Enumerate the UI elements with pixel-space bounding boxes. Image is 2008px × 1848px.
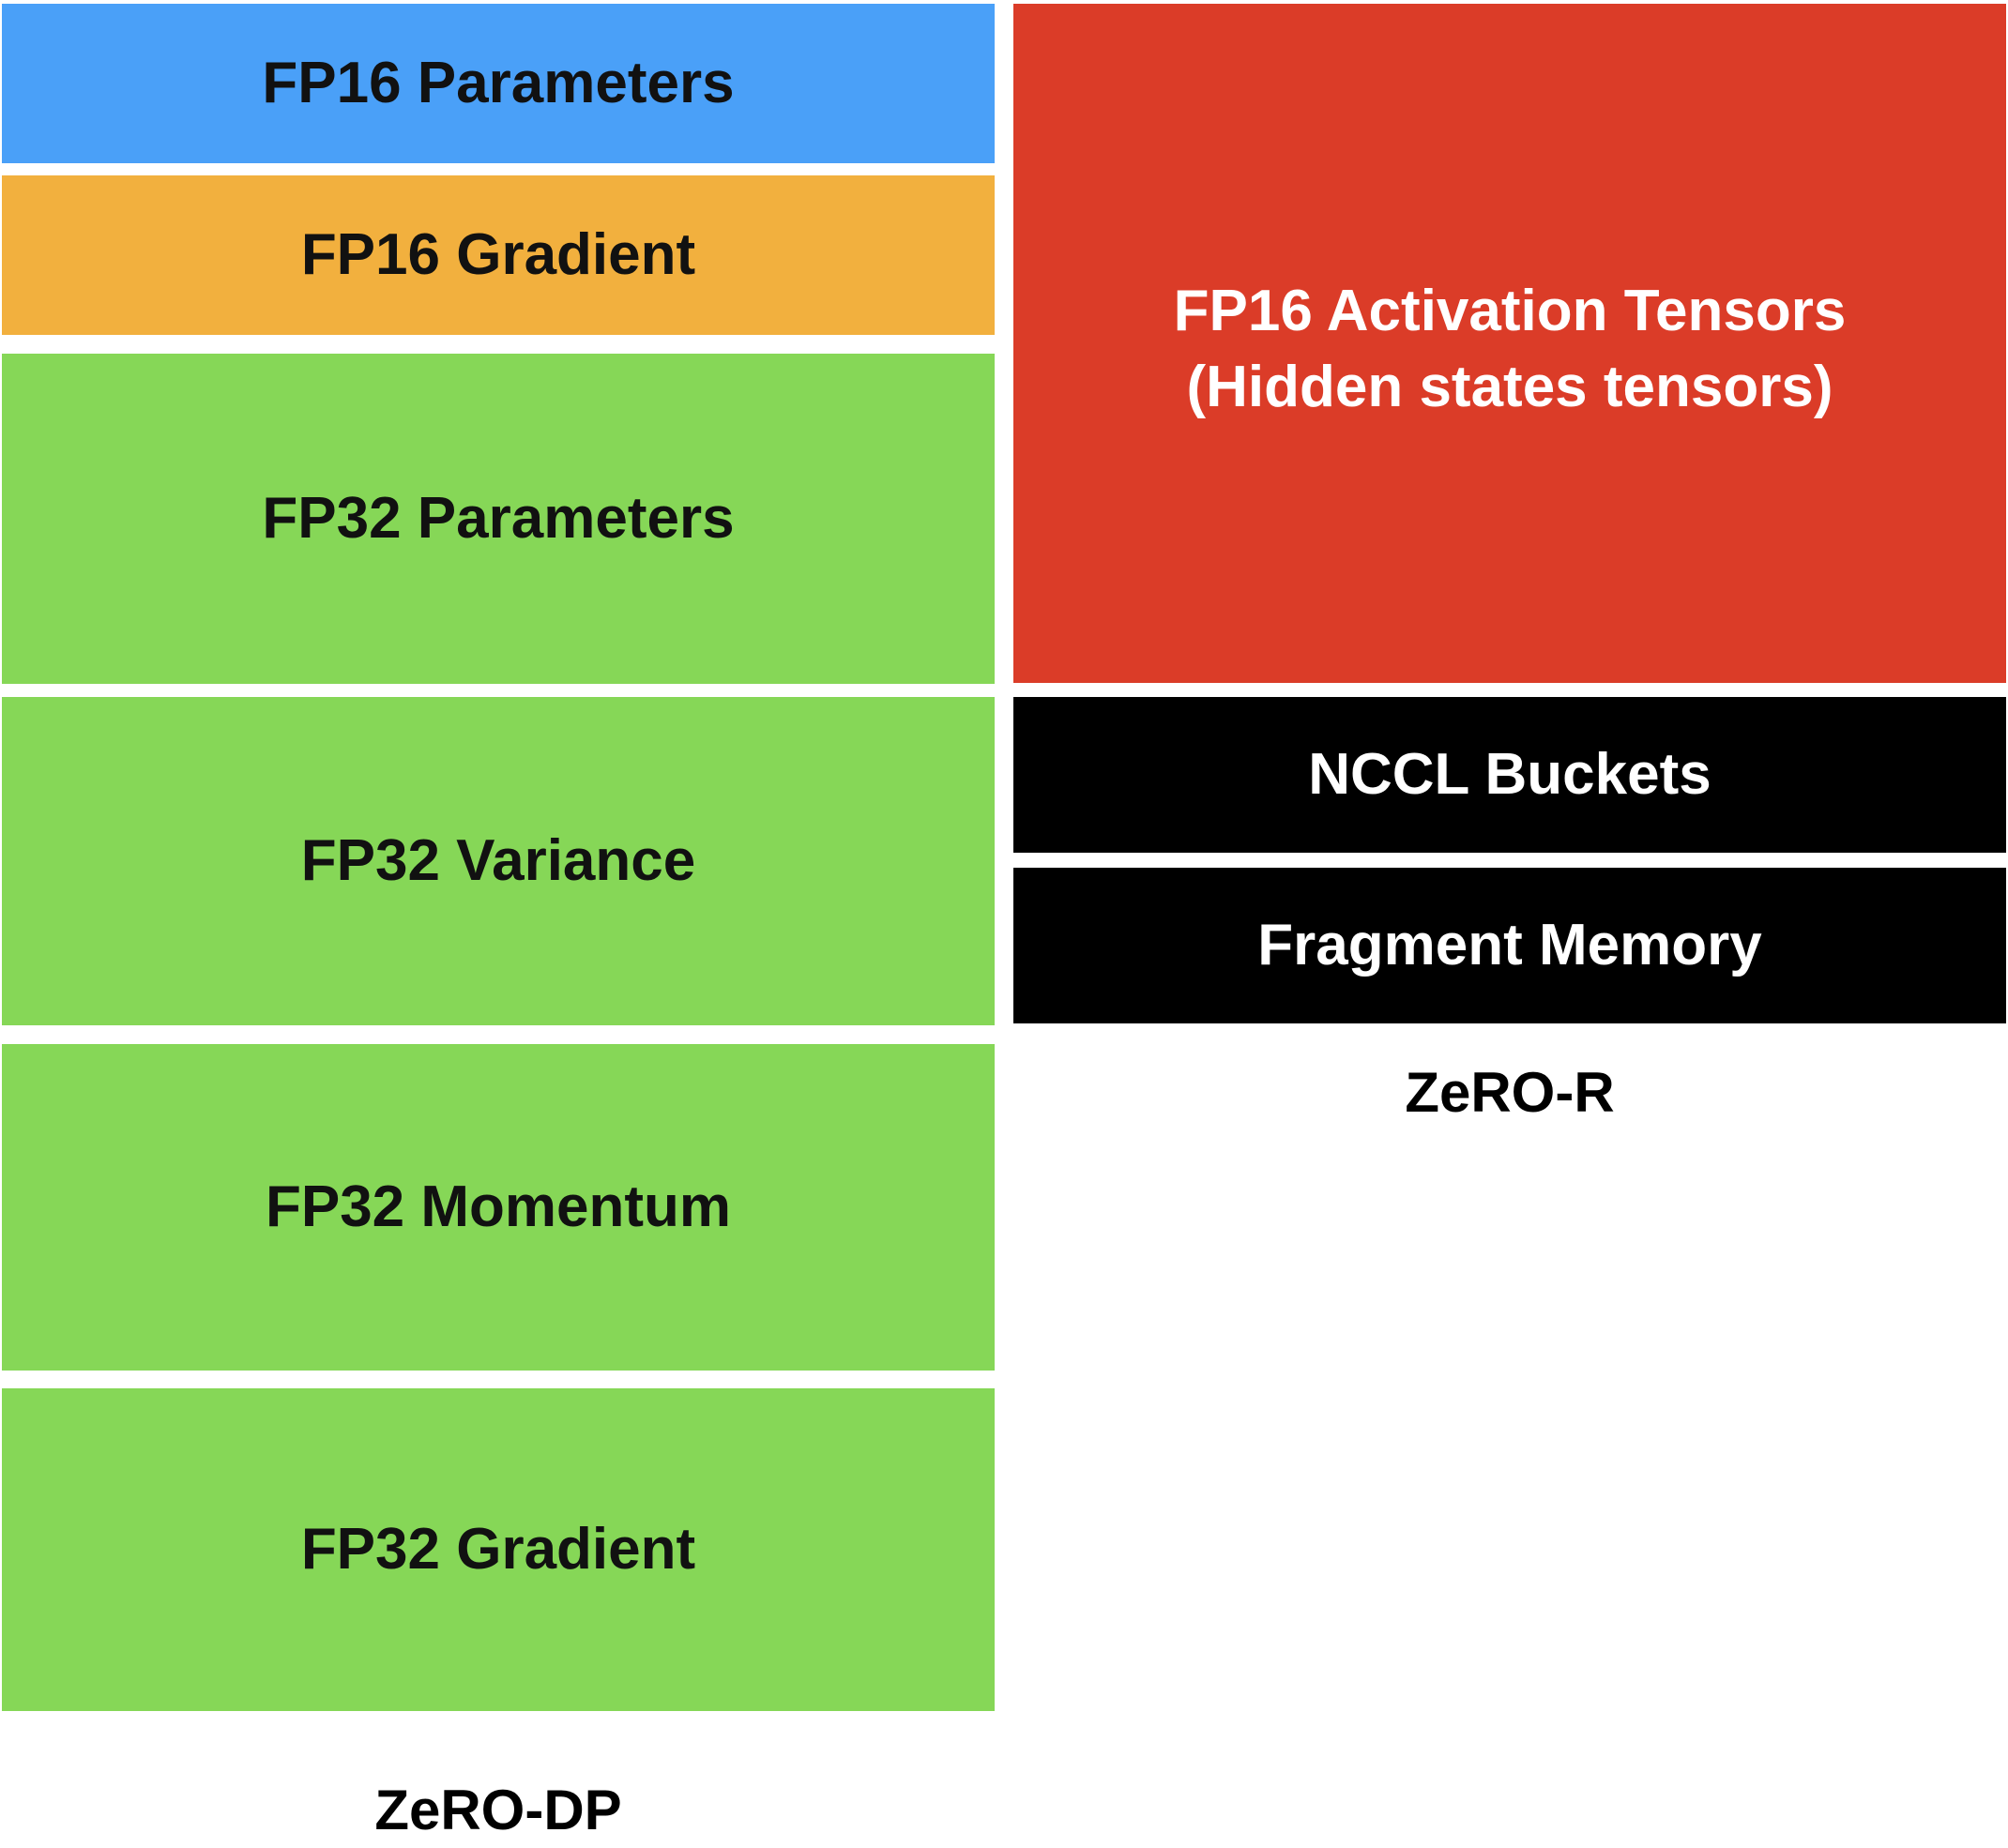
activation-label-line1: FP16 Activation Tensors — [1173, 279, 1847, 343]
zero-dp-label: ZeRO-DP — [374, 1779, 622, 1841]
fp32-parameters-block: FP32 Parameters — [2, 354, 995, 684]
fp16-gradient-block: FP16 Gradient — [2, 175, 995, 335]
fp32-variance-block: FP32 Variance — [2, 697, 995, 1025]
fragment-memory-block: Fragment Memory — [1013, 868, 2006, 1023]
nccl-buckets-block: NCCL Buckets — [1013, 697, 2006, 853]
zero-r-label: ZeRO-R — [1405, 1061, 1615, 1124]
fp32-momentum-block: FP32 Momentum — [2, 1044, 995, 1371]
fp16-parameters-block: FP16 Parameters — [2, 4, 995, 163]
fp16-activation-tensors-block: FP16 Activation Tensors (Hidden states t… — [1013, 4, 2006, 683]
fp32-gradient-block: FP32 Gradient — [2, 1388, 995, 1711]
activation-label-line2: (Hidden states tensors) — [1186, 354, 1833, 419]
